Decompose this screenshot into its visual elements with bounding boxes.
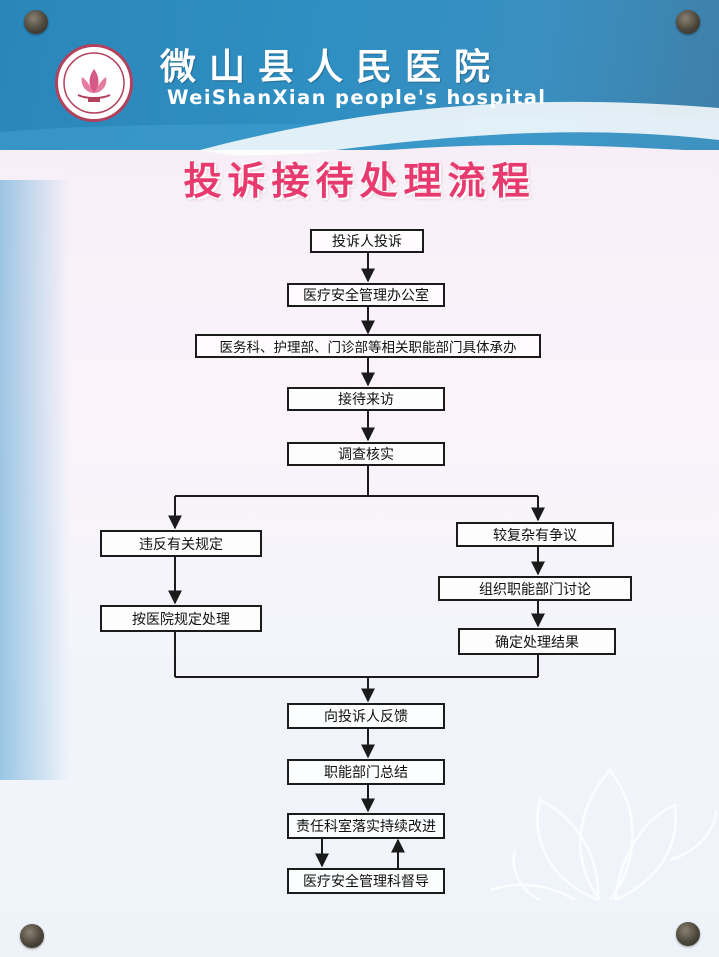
mounting-screw-bottom-left bbox=[20, 924, 44, 948]
lotus-flower-decoration-icon bbox=[489, 768, 718, 902]
flow-node-investigation: 调查核实 bbox=[287, 442, 445, 466]
flow-node-supervision: 医疗安全管理科督导 bbox=[287, 868, 445, 894]
hospital-name-english: WeiShanXian people's hospital bbox=[167, 86, 547, 109]
poster-title: 投诉接待处理流程 bbox=[183, 159, 536, 203]
hospital-name-chinese: 微山县人民医院 bbox=[160, 47, 504, 88]
flow-node-feedback: 向投诉人反馈 bbox=[287, 703, 445, 729]
flow-node-complex-dispute: 较复杂有争议 bbox=[456, 522, 614, 547]
flow-node-complainant: 投诉人投诉 bbox=[310, 229, 424, 253]
flow-node-departments: 医务科、护理部、门诊部等相关职能部门具体承办 bbox=[195, 334, 541, 358]
flow-node-improvement: 责任科室落实持续改进 bbox=[287, 813, 445, 839]
mounting-screw-top-right bbox=[676, 10, 700, 34]
left-glow bbox=[0, 180, 70, 780]
flow-node-determine-result: 确定处理结果 bbox=[458, 628, 616, 655]
flow-node-violation: 违反有关规定 bbox=[100, 530, 262, 557]
flow-node-safety-office: 医疗安全管理办公室 bbox=[287, 283, 445, 307]
flow-node-handle-by-rules: 按医院规定处理 bbox=[100, 605, 262, 632]
flow-node-reception: 接待来访 bbox=[287, 387, 445, 411]
header-swoosh bbox=[0, 101, 719, 173]
mounting-screw-bottom-right bbox=[676, 922, 700, 946]
mounting-screw-top-left bbox=[24, 10, 48, 34]
hospital-lotus-logo-icon bbox=[55, 44, 133, 122]
flow-node-organize-discussion: 组织职能部门讨论 bbox=[438, 576, 632, 601]
flow-node-summary: 职能部门总结 bbox=[287, 759, 445, 785]
